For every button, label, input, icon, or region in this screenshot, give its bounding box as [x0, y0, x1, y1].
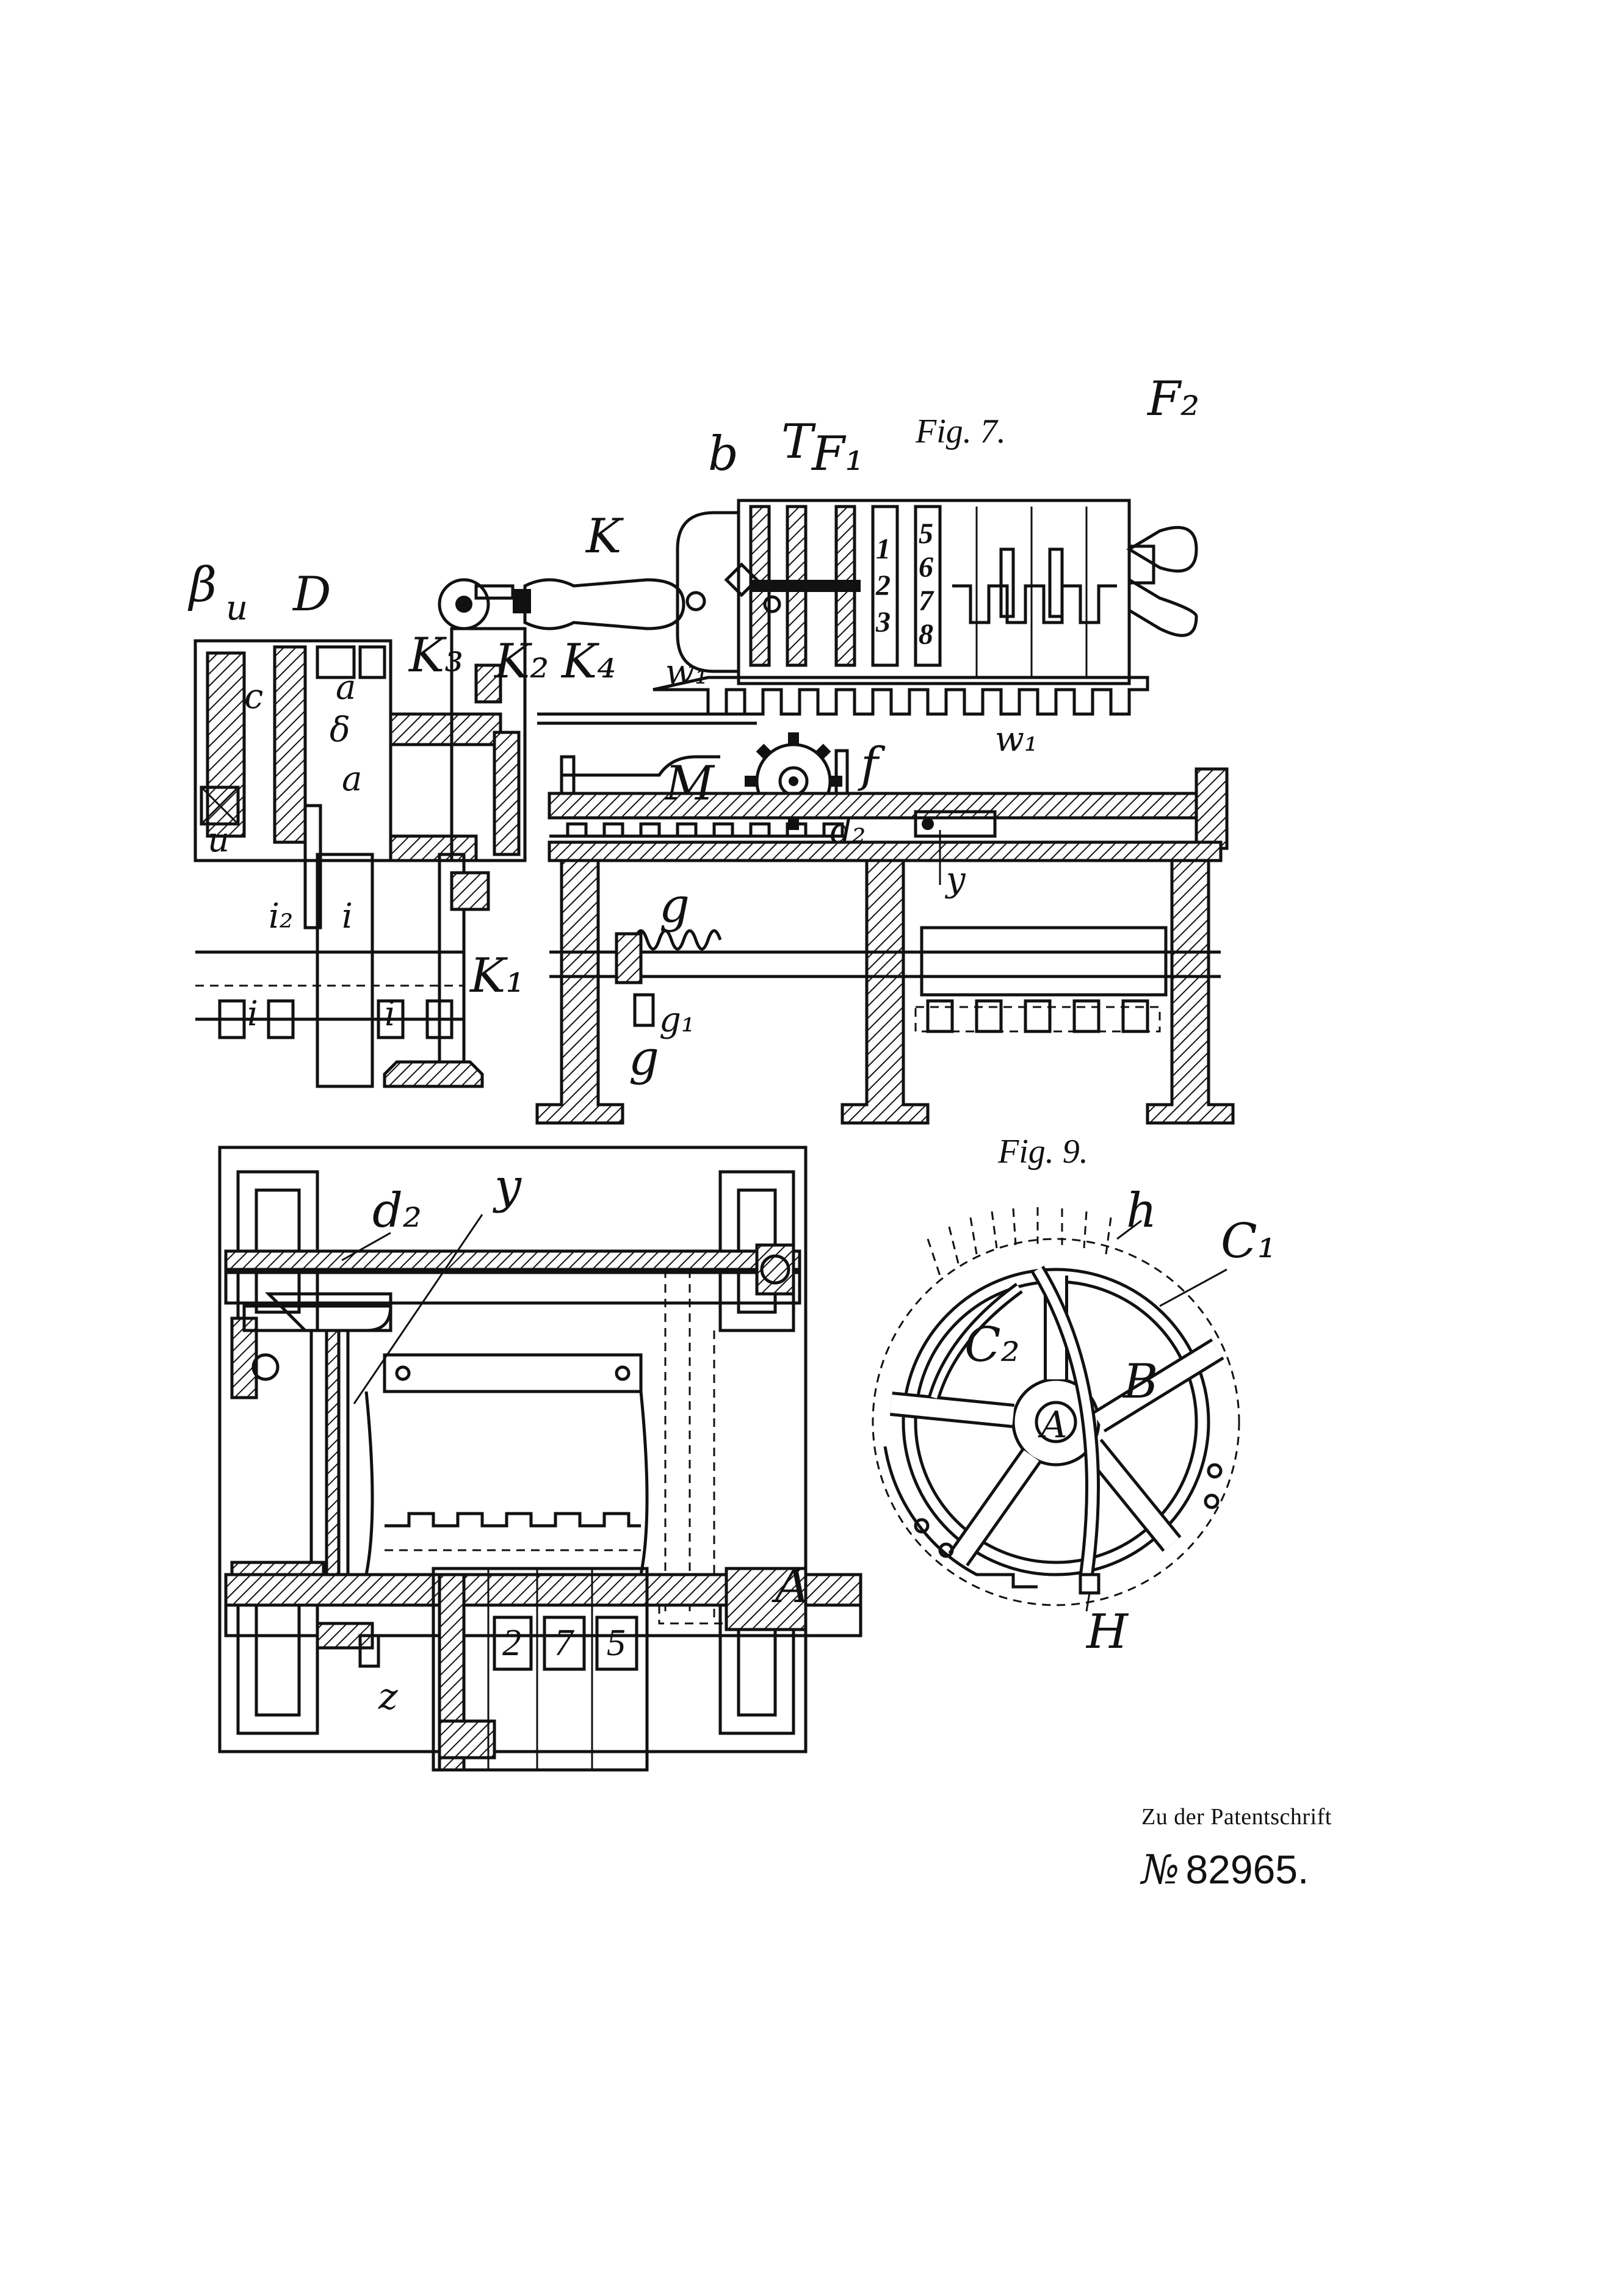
label-B: B [1122, 1354, 1158, 1409]
digit-5: 2 [875, 569, 891, 602]
label-K1: K₁ [469, 948, 525, 1003]
figure-9: Fig. 9. [872, 1133, 1276, 1659]
fig7-labels: b T F₁ F₂ K K₁ K₂ K₃ K₄ w₁ w₁ M f d₂ y g… [187, 372, 1199, 1086]
fig9-caption: Fig. 9. [997, 1133, 1088, 1171]
label-M: M [664, 756, 715, 811]
digit-6: 3 [875, 606, 891, 638]
label-a-top: a [336, 668, 356, 707]
fig7-counter-digits: 5 6 7 8 1 2 3 [875, 518, 934, 651]
label-y: y [493, 1159, 522, 1214]
label-f: f [858, 738, 886, 793]
crank-handle [438, 578, 706, 911]
digit-2: 5 [607, 1622, 626, 1664]
digit-4: 1 [876, 533, 891, 565]
label-alpha: a [342, 759, 362, 799]
label-u-top: u [226, 588, 248, 628]
digit-1: 7 [554, 1622, 575, 1664]
figure-7: Fig. 7. b T F₁ F₂ K K₁ K₂ K₃ K₄ w₁ w₁ M … [187, 372, 1235, 1125]
footer-caption: Zu der Patentschrift [1141, 1804, 1332, 1830]
label-D: D [292, 567, 331, 622]
label-C2: C₂ [964, 1318, 1020, 1373]
main-frame [535, 767, 1235, 1125]
label-i-low-1: i [247, 994, 258, 1034]
fig7-caption: Fig. 7. [915, 413, 1006, 450]
number-sign: № [1141, 1846, 1180, 1893]
label-beta: β [187, 558, 217, 613]
label-K: K [585, 509, 624, 564]
digit-1: 6 [919, 551, 933, 583]
label-d2: d₂ [830, 811, 866, 851]
label-F2: F₂ [1146, 372, 1199, 427]
label-T: T [781, 414, 816, 469]
label-y: y [944, 860, 966, 900]
label-g1: g₁ [659, 1000, 695, 1040]
fig8-counter-digits: 2 7 5 [502, 1622, 626, 1664]
digit-0: 2 [502, 1622, 521, 1664]
fig9-pins [927, 1207, 1112, 1276]
patent-number-value: 82965. [1185, 1847, 1309, 1892]
figure-8: 2 7 5 d₂ y A z [218, 1146, 862, 1772]
label-z: z [378, 1675, 398, 1718]
counter-housing [537, 499, 1198, 725]
label-b: b [708, 427, 739, 482]
fig8-labels: d₂ y A z [372, 1159, 809, 1718]
digit-3: 8 [919, 618, 933, 651]
label-H: H [1085, 1605, 1129, 1659]
fig9-labels: h C₁ C₂ A B H [964, 1183, 1276, 1659]
label-K2: K₂ [493, 634, 549, 689]
label-delta: δ [330, 710, 350, 750]
digit-2: 7 [919, 585, 934, 617]
label-A: A [772, 1559, 809, 1614]
label-h: h [1126, 1183, 1157, 1238]
label-F1: F₁ [811, 427, 864, 482]
label-K4: K₄ [560, 634, 616, 689]
digit-0: 5 [919, 518, 933, 550]
label-i-low-2: i [385, 994, 396, 1034]
label-g-bottom: g [629, 1031, 659, 1086]
label-i: i [342, 897, 353, 936]
label-C1: C₁ [1221, 1214, 1276, 1269]
label-c: c [244, 677, 263, 717]
label-w1-right: w₁ [995, 720, 1038, 759]
label-g-top: g [659, 878, 690, 933]
label-K3: K₃ [408, 628, 464, 683]
left-housing [193, 639, 502, 1088]
label-A: A [1038, 1404, 1067, 1446]
label-u-bottom: u [208, 820, 230, 860]
label-i2: i₂ [269, 897, 293, 936]
label-w1-left: w₁ [665, 652, 708, 692]
label-d2: d₂ [372, 1183, 422, 1238]
